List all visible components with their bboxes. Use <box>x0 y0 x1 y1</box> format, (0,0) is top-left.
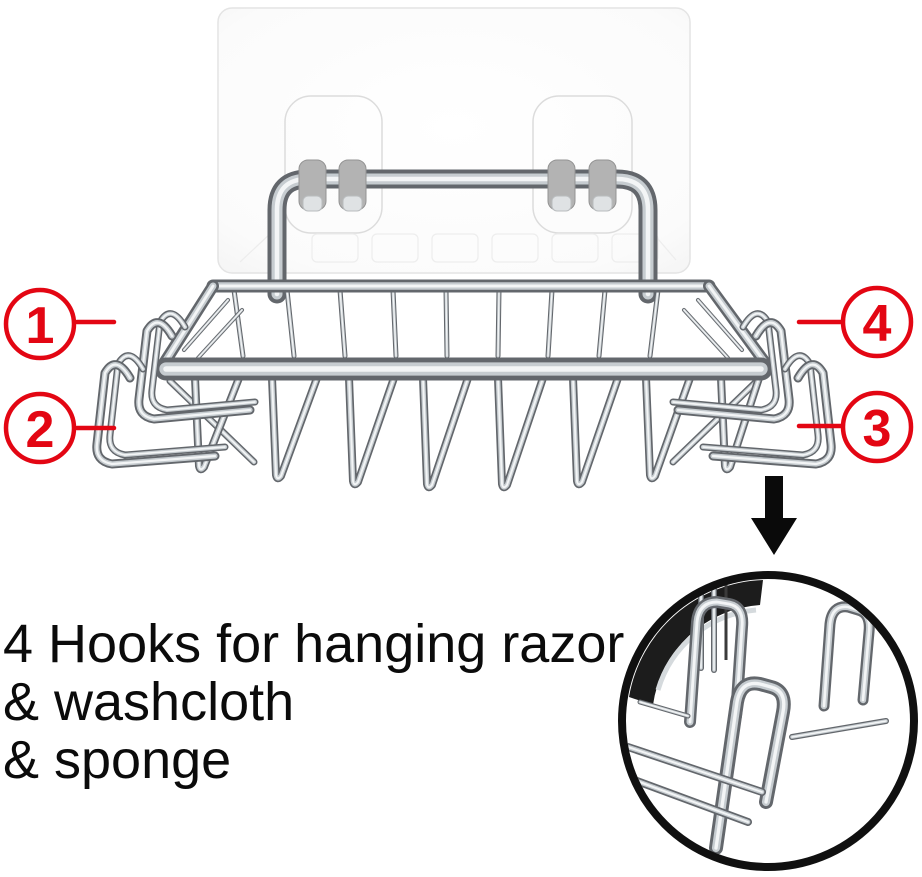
detail-hook-right <box>822 605 871 708</box>
callout-4: 4 <box>796 285 914 359</box>
pad-hanger-cutout-right <box>532 95 633 234</box>
wire-basket <box>154 279 775 492</box>
basket-side-rails <box>182 298 744 360</box>
detail-hook-back <box>688 600 744 724</box>
caption-text: 4 Hooks for hanging razor & washcloth & … <box>3 614 624 790</box>
hook-1 <box>134 310 259 424</box>
basket-left-bottom-edge <box>169 380 255 463</box>
basket-floor-loops <box>191 374 763 492</box>
basket-right-bottom-edge <box>672 380 758 463</box>
caption-line-1: 4 Hooks for hanging razor <box>3 614 624 674</box>
detail-circle-content <box>626 579 889 855</box>
basket-right-rim <box>707 284 771 370</box>
detail-circle-ring <box>618 571 918 871</box>
clip-icon <box>298 159 327 212</box>
pad-hanger-cutout-left <box>284 95 383 234</box>
clip-icon <box>338 159 367 212</box>
callout-2-circle <box>3 391 77 465</box>
callout-1-number: 1 <box>26 297 55 355</box>
detail-hook-front <box>714 681 786 850</box>
callout-4-number: 4 <box>863 295 892 353</box>
adhesive-wall-plate <box>217 7 691 274</box>
basket-back-wires <box>231 287 661 359</box>
callout-2-number: 2 <box>26 401 55 459</box>
caption-line-3: & sponge <box>3 730 231 790</box>
clip-icon <box>588 159 617 212</box>
hanger-bar <box>267 169 658 304</box>
detail-magnifier-view <box>618 571 918 871</box>
hook-4 <box>669 310 794 424</box>
pad-texture-grid <box>239 231 677 263</box>
callout-3-number: 3 <box>863 400 892 458</box>
clip-icon <box>547 159 576 212</box>
callout-2: 2 <box>3 391 117 465</box>
callout-3: 3 <box>796 390 914 464</box>
callout-1-circle <box>3 287 77 361</box>
hook-3 <box>699 352 836 469</box>
caption-line-2: & washcloth <box>3 672 294 732</box>
mounting-clips <box>298 159 617 212</box>
wall-plate-pad <box>217 7 691 274</box>
callout-1: 1 <box>3 287 117 361</box>
hook-2 <box>92 352 229 469</box>
detail-rim-shadow <box>629 580 763 705</box>
down-arrow-icon <box>751 476 797 555</box>
